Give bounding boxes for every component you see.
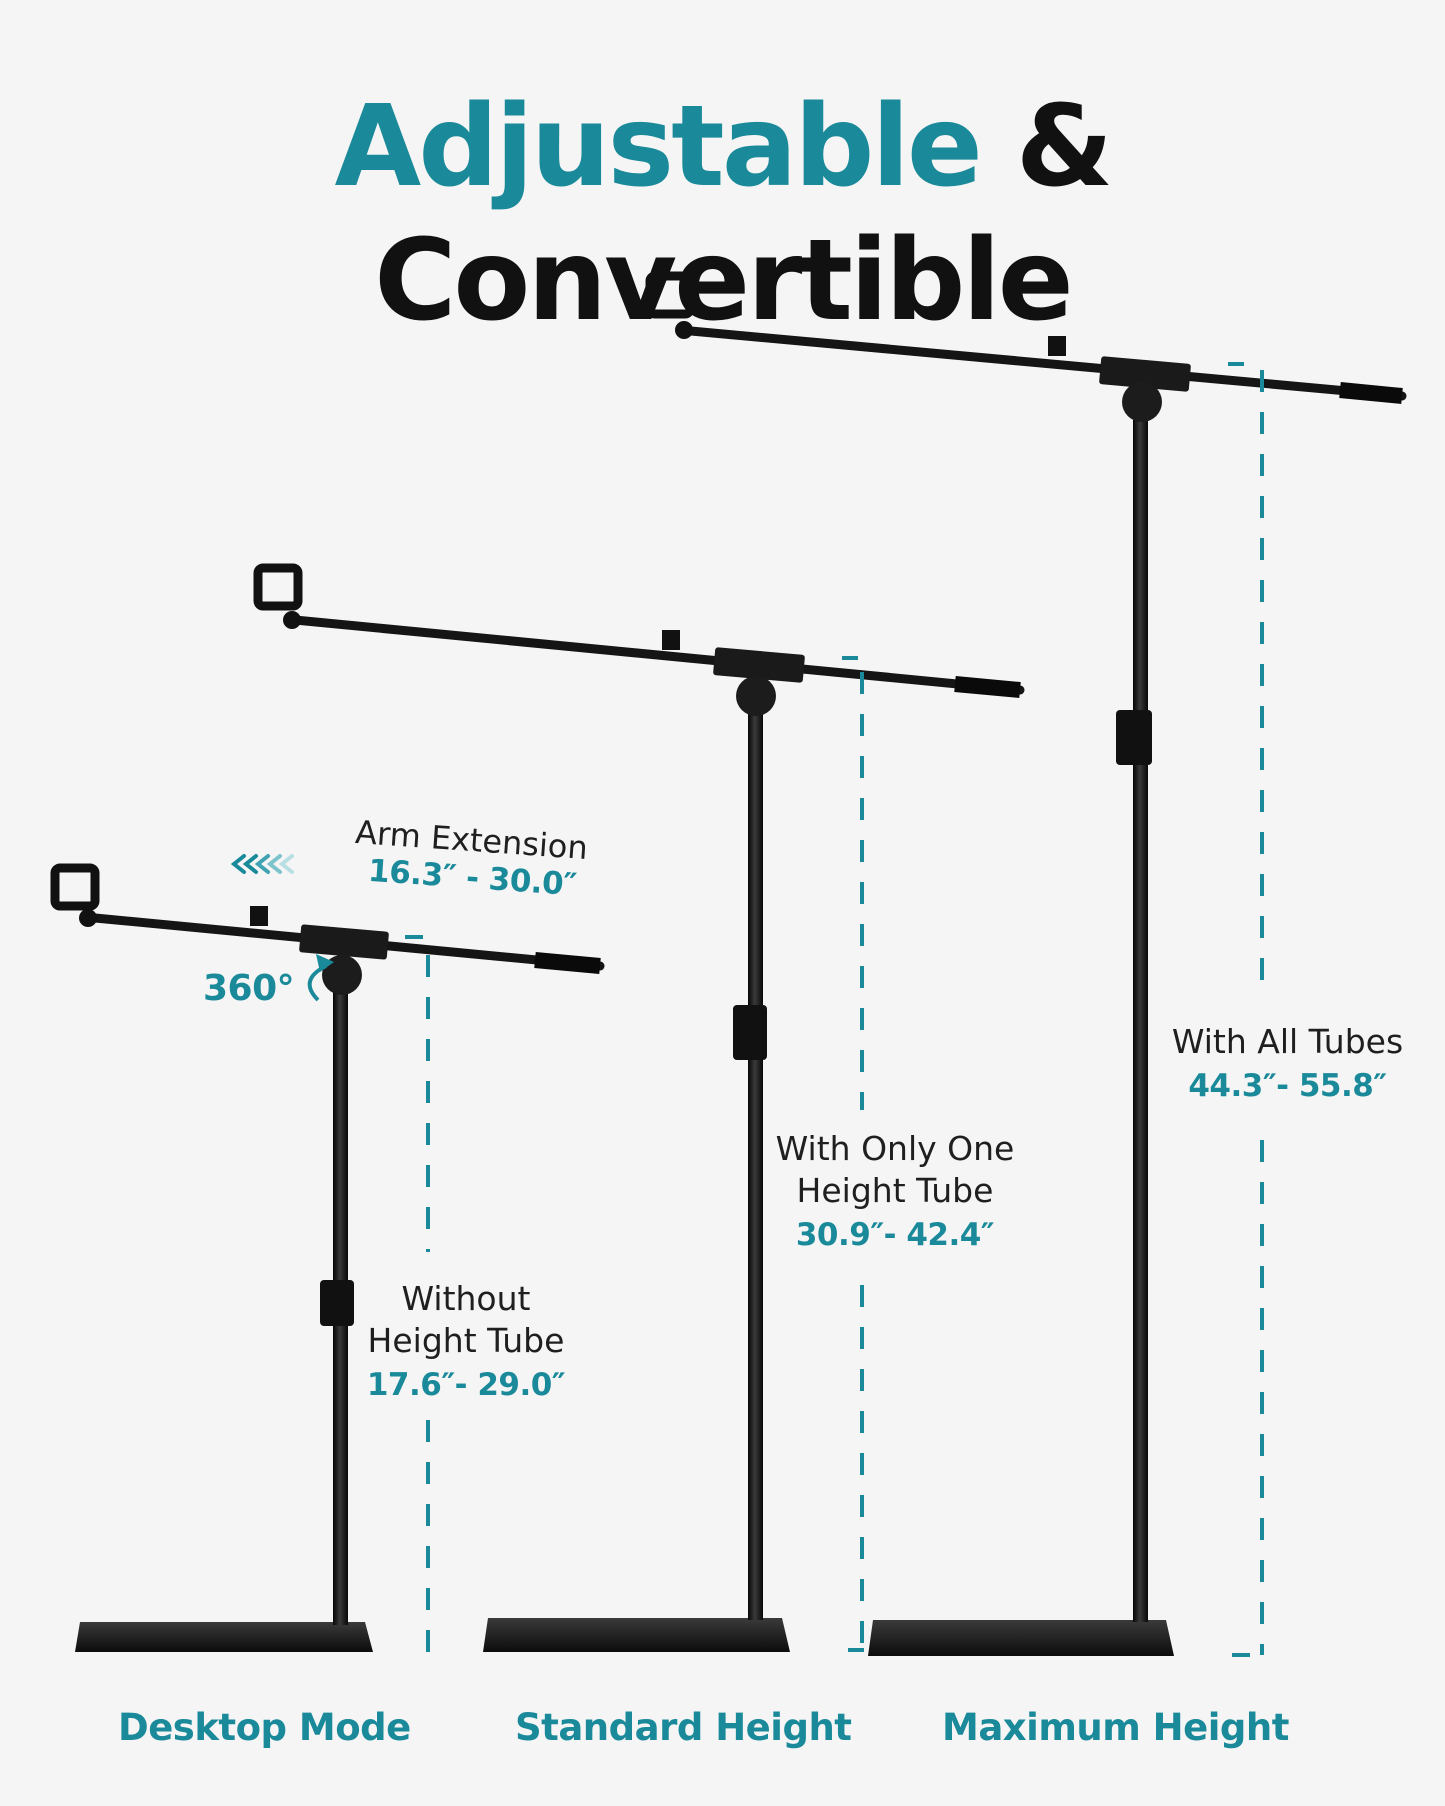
desktop-joint: [322, 955, 362, 995]
maximum-boom-arm: [675, 325, 1407, 401]
desktop-boom-grip: [534, 952, 601, 974]
maximum-value: 44.3″- 55.8″: [1188, 1068, 1387, 1104]
desktop-line2: Height Tube: [367, 1321, 565, 1360]
desktop-base: [75, 1622, 373, 1652]
standard-pole: [748, 712, 763, 1620]
desktop-boom-clamp: [299, 924, 389, 960]
standard-lock-knob: [733, 1005, 767, 1060]
desktop-value: 17.6″- 29.0″: [366, 1367, 566, 1403]
standard-stand: [253, 563, 1025, 1652]
standard-value: 30.9″- 42.4″: [795, 1217, 995, 1253]
standard-knob: [662, 630, 680, 650]
desktop-mic-clip: [50, 863, 100, 911]
desktop-line1: Without: [401, 1279, 531, 1318]
arrow-left-chevrons-icon: [230, 854, 294, 874]
maximum-base: [868, 1620, 1174, 1656]
desktop-lock-knob: [320, 1280, 354, 1326]
standard-mic-clip: [253, 563, 303, 611]
maximum-line1: With All Tubes: [1171, 1022, 1404, 1061]
standard-mode-title: Standard Height: [515, 1706, 852, 1749]
rotation-arc-icon: [307, 954, 334, 1002]
standard-boom-clamp: [713, 647, 805, 683]
headline-rest: & Convertible: [374, 82, 1113, 347]
standard-line1: With Only One: [775, 1129, 1015, 1168]
maximum-boom-grip: [1339, 382, 1403, 404]
standard-boom-arm: [290, 615, 1025, 695]
maximum-boom-clamp: [1099, 356, 1191, 392]
height-guides: [405, 362, 1264, 1657]
headline-accent: Adjustable: [334, 82, 983, 212]
maximum-stand: [645, 271, 1407, 1656]
maximum-joint: [1122, 382, 1162, 422]
maximum-knob: [1048, 336, 1066, 356]
standard-boom-grip: [954, 676, 1021, 698]
maximum-clip-hinge: [675, 321, 693, 339]
maximum-lock-knob: [1116, 710, 1152, 765]
desktop-stand: [50, 863, 605, 1652]
page-title: Adjustable & Convertible: [0, 80, 1445, 349]
desktop-knob: [250, 906, 268, 926]
maximum-mode-title: Maximum Height: [942, 1706, 1289, 1749]
rotation-label: 360°: [203, 968, 295, 1009]
desktop-mode-title: Desktop Mode: [118, 1706, 411, 1749]
standard-base: [483, 1618, 790, 1652]
desktop-clip-hinge: [79, 909, 97, 927]
standard-clip-hinge: [283, 611, 301, 629]
standard-line2: Height Tube: [796, 1171, 994, 1210]
maximum-mic-clip: [645, 271, 695, 319]
standard-joint: [736, 676, 776, 716]
maximum-pole: [1133, 420, 1148, 1622]
